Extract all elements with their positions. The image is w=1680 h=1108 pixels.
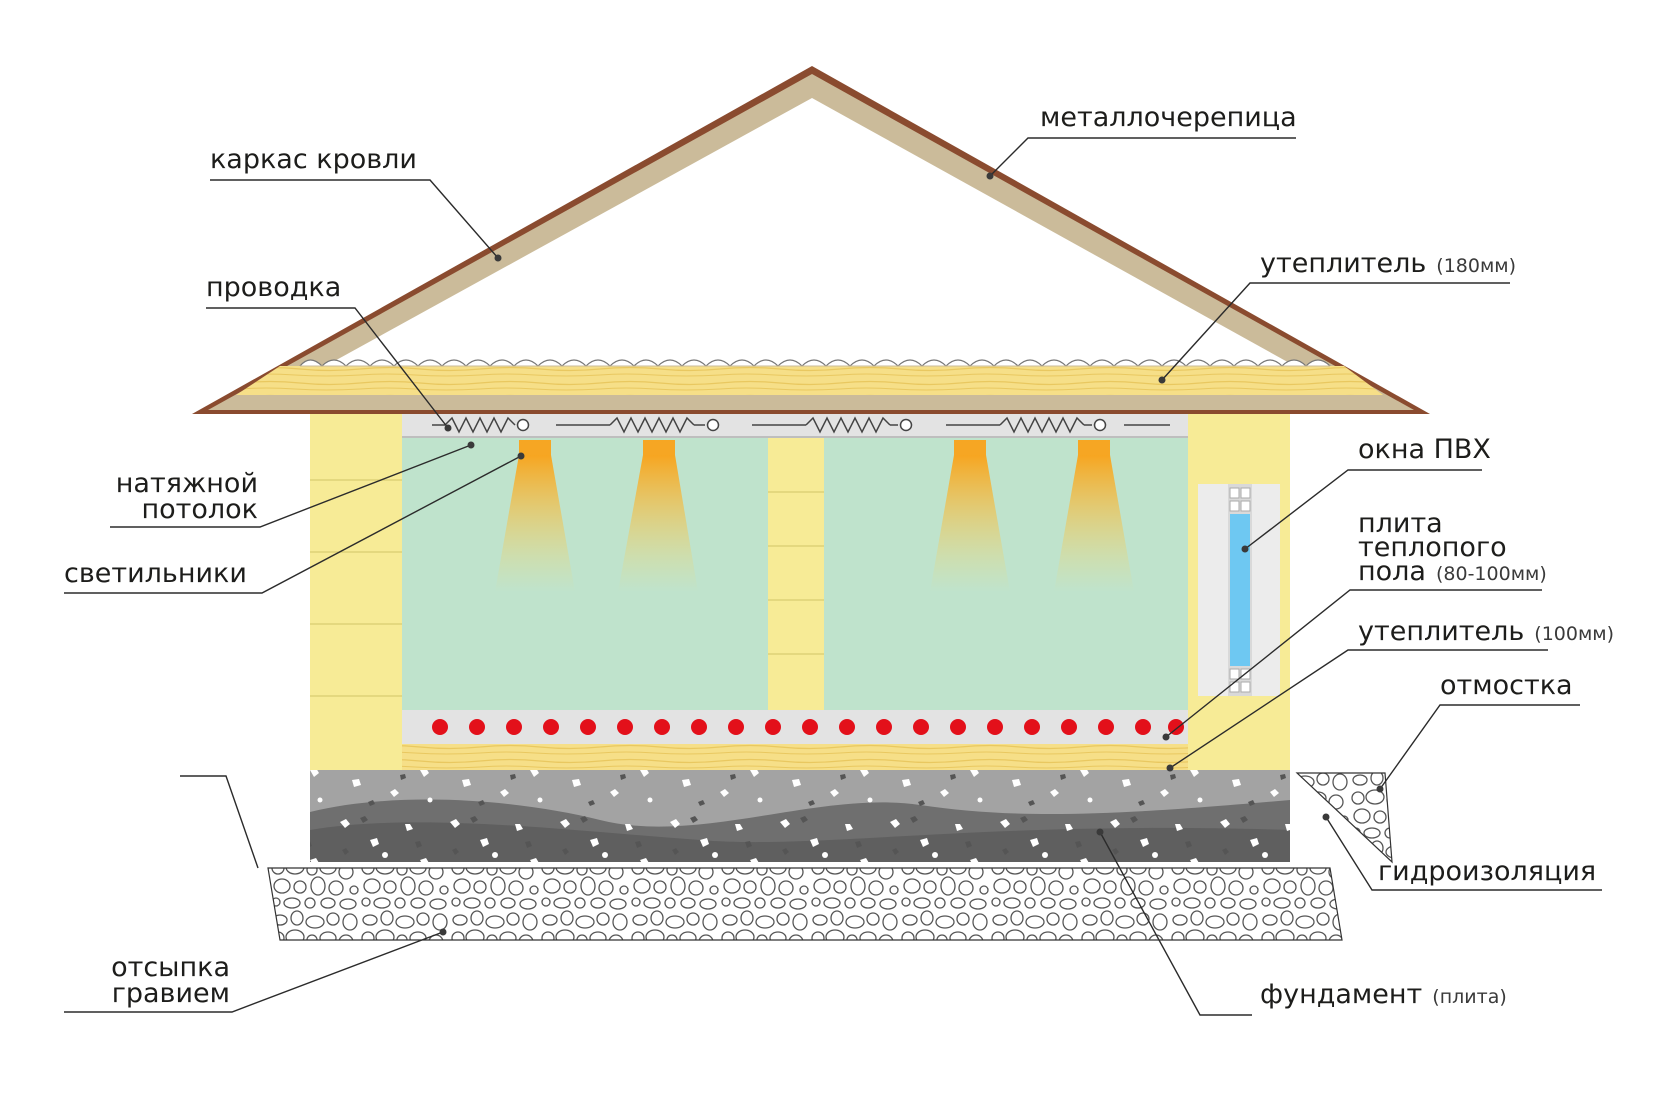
label-ceiling-line2: потолок [141,494,258,525]
stretch-ceiling [402,414,1188,438]
roof [192,66,1430,414]
label-ceiling-line1: натяжной [116,468,258,499]
label-windows: окна ПВХ [1358,434,1491,465]
heated-floor-plate [402,710,1188,744]
label-foundation: фундамент (плита) [1260,979,1507,1010]
label-floor-plate-sub: (80-100мм) [1436,563,1547,585]
label-gravel-line2: гравием [112,978,230,1009]
label-insulation-bottom-sub: (100мм) [1534,623,1614,645]
wiring [432,416,1170,434]
label-blind-area: отмостка [1440,670,1573,701]
leader-lines [64,137,1602,1016]
label-insulation-top-main: утеплитель [1260,248,1426,279]
ceiling-lamps [495,440,1134,592]
label-waterproofing: гидроизоляция [1378,856,1596,887]
label-floor-plate-line3: пола (80-100мм) [1358,556,1547,587]
gravel-bed [267,867,1343,941]
label-insulation-top: утеплитель (180мм) [1260,248,1516,279]
label-foundation-main: фундамент [1260,979,1422,1010]
label-foundation-sub: (плита) [1432,986,1506,1008]
label-insulation-top-sub: (180мм) [1436,255,1516,277]
label-metal-tile: металлочерепица [1040,102,1297,133]
labels: каркас кровли металлочерепица утеплитель… [64,102,1614,1010]
label-insulation-bottom: утеплитель (100мм) [1358,616,1614,647]
label-gravel-line1: отсыпка [111,952,230,983]
floor-insulation [402,744,1188,770]
blind-area [1295,772,1393,864]
label-floor-plate-line1: плита [1358,508,1443,539]
label-wiring: проводка [206,272,341,303]
foundation-slab [310,770,1290,862]
label-insulation-bottom-main: утеплитель [1358,616,1524,647]
label-floor-plate-line2: теплопого [1358,532,1507,563]
pvc-window [1198,484,1280,696]
label-floor-plate-main: пола [1358,556,1426,587]
label-lamps: светильники [64,558,247,589]
label-roof-frame: каркас кровли [210,144,417,175]
